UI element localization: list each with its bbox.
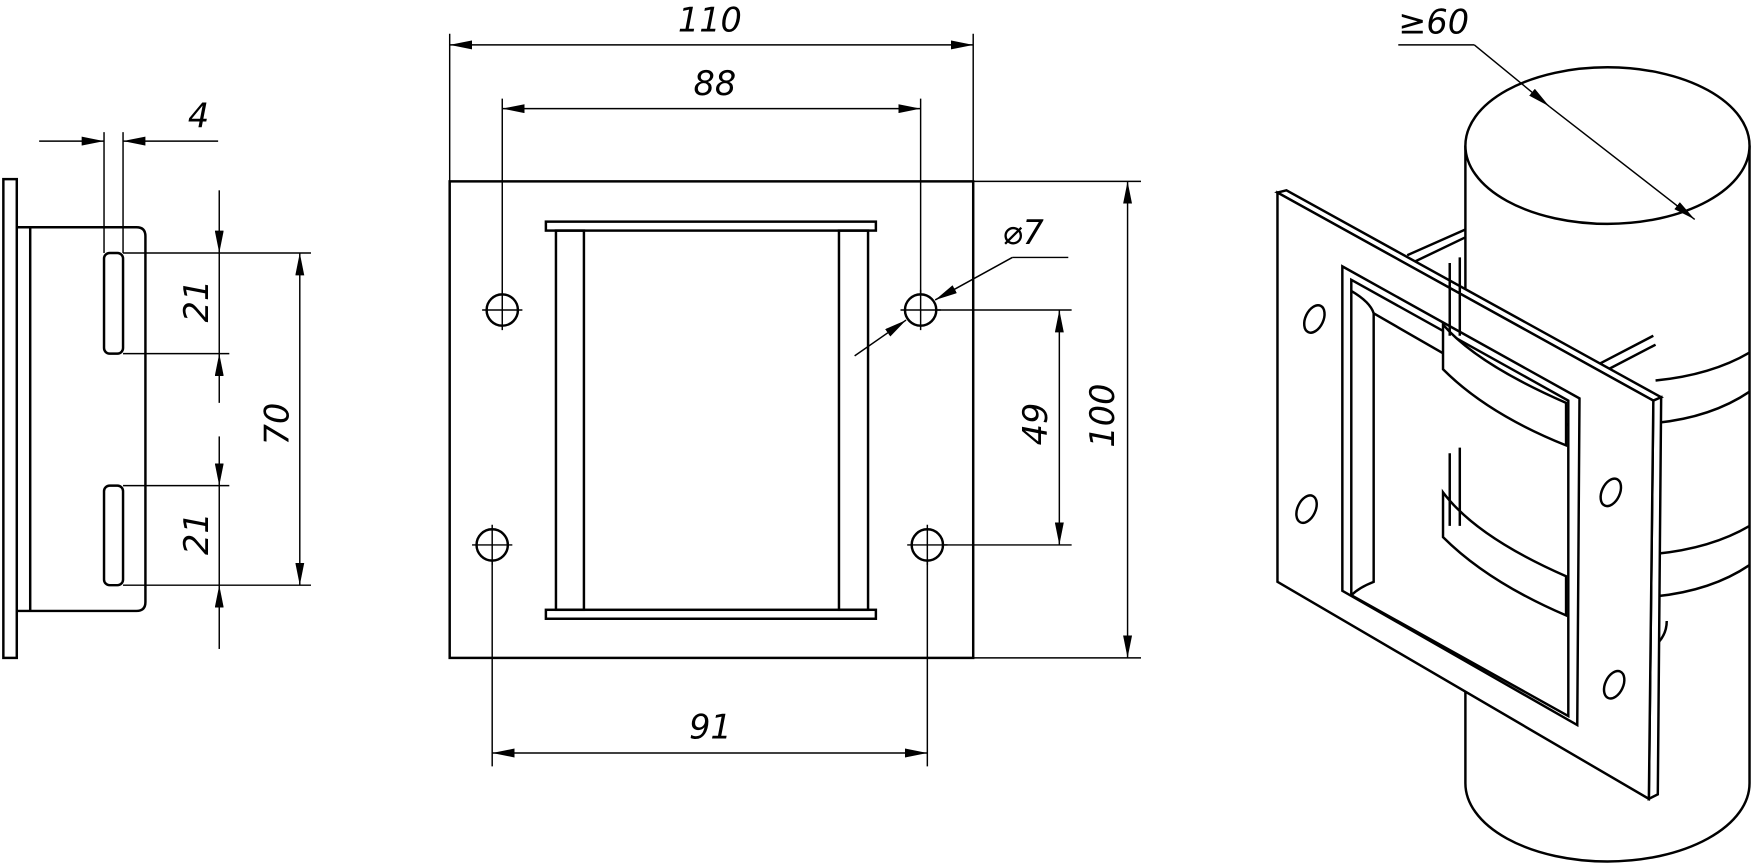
dim-thickness: 4 [188,97,209,136]
left-rail [554,229,586,612]
side-view: 4 21 21 70 [2,97,311,660]
bottom-bar [544,608,878,620]
right-rail [837,229,870,612]
dim-width: 110 [678,0,742,39]
dim-slot-span: 70 [258,403,297,446]
top-bar [544,220,878,232]
mount-plate [1276,190,1655,801]
iso-view: ≥60 [1274,3,1751,863]
side-plate [2,177,19,660]
pipe-top [1464,66,1751,226]
dim-hole-spacing-top: 88 [694,64,737,103]
dim-slot-top: 21 [177,280,216,323]
dim-hole-spacing-bottom: 91 [689,707,732,746]
dim-pipe-diameter: ≥60 [1398,3,1469,42]
slot-bottom [102,484,125,587]
mounting-holes [472,289,948,566]
side-body [16,226,147,613]
dim-hole-diameter: ⌀7 [1002,213,1044,252]
dim-hole-vertical: 49 [1016,403,1055,446]
dim-height: 100 [1083,384,1122,448]
slot-top [102,251,125,355]
front-view: 110 88 91 49 100 ⌀7 [448,0,1141,767]
dim-slot-bottom: 21 [177,512,216,555]
front-plate [448,180,975,660]
